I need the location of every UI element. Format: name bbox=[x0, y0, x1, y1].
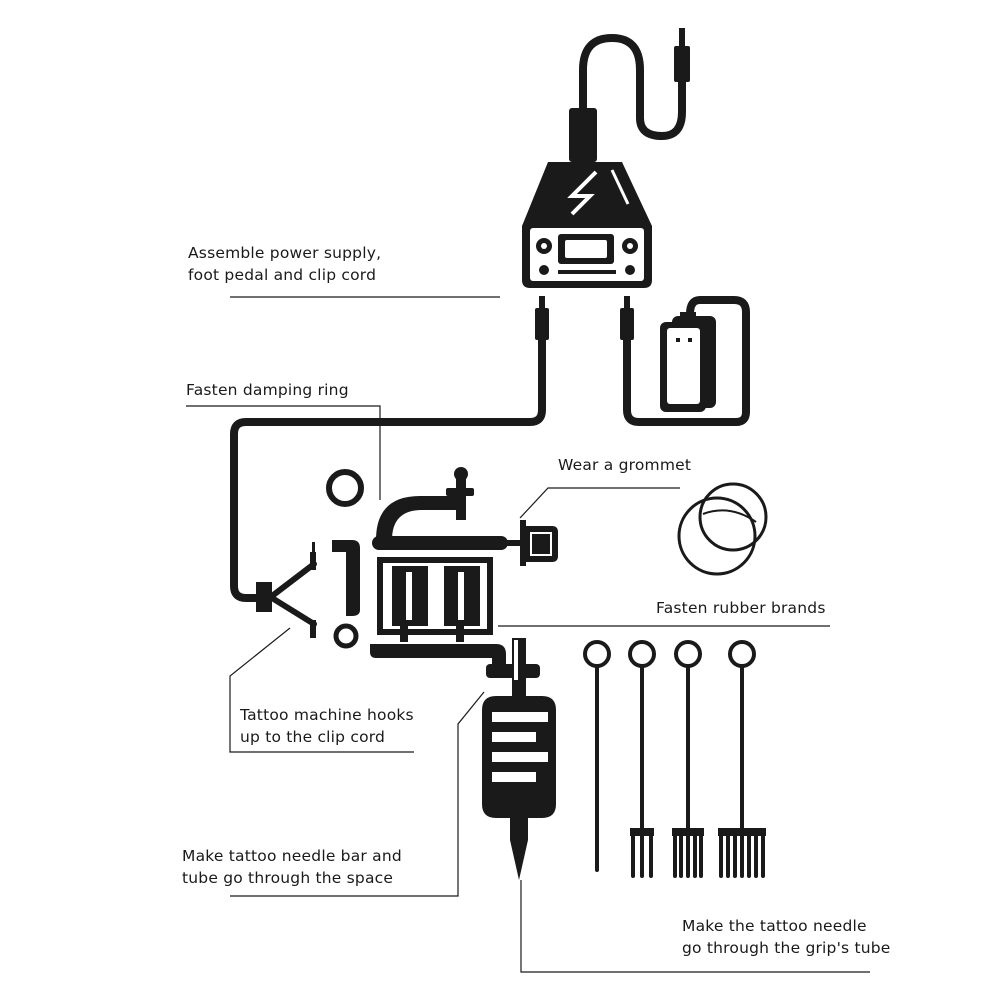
leader-grommet bbox=[519, 487, 680, 519]
label-damping-ring: Fasten damping ring bbox=[186, 379, 349, 401]
label-power-supply: Assemble power supply, foot pedal and cl… bbox=[188, 242, 381, 286]
leader-needle-bar bbox=[230, 691, 485, 897]
label-needle-bar: Make tattoo needle bar and tube go throu… bbox=[182, 845, 402, 889]
foot-pedal-cord-icon bbox=[623, 296, 750, 426]
needle-tips-icon bbox=[630, 828, 766, 878]
label-needle-bar-line1: Make tattoo needle bar and bbox=[182, 847, 402, 865]
label-hooks-line2: up to the clip cord bbox=[240, 728, 386, 746]
clip-cord-icon bbox=[230, 336, 546, 602]
grip-tube-icon bbox=[482, 638, 556, 880]
lightning-icon bbox=[567, 170, 598, 216]
power-supply-icon bbox=[522, 162, 652, 288]
leader-damping-ring bbox=[186, 405, 381, 500]
label-needle-grip: Make the tattoo needle go through the gr… bbox=[682, 915, 891, 959]
label-hooks: Tattoo machine hooks up to the clip cord bbox=[240, 704, 414, 748]
label-needle-grip-line2: go through the grip's tube bbox=[682, 939, 891, 957]
label-needle-grip-line1: Make the tattoo needle bbox=[682, 917, 867, 935]
label-power-supply-line1: Assemble power supply, bbox=[188, 244, 382, 262]
power-cord-icon bbox=[579, 33, 686, 141]
foot-pedal-icon bbox=[660, 312, 716, 412]
power-plug-icon bbox=[569, 28, 690, 162]
label-hooks-line1: Tattoo machine hooks bbox=[240, 706, 414, 724]
grommet-icon bbox=[677, 482, 768, 576]
leader-lines bbox=[186, 296, 870, 973]
rca-plug-icon bbox=[535, 296, 634, 340]
damping-ring-icon bbox=[326, 469, 364, 507]
label-grommet-line1: Wear a grommet bbox=[558, 456, 692, 474]
label-power-supply-line2: foot pedal and clip cord bbox=[188, 266, 377, 284]
label-rubber-bands-line1: Fasten rubber brands bbox=[656, 599, 826, 617]
label-needle-bar-line2: tube go through the space bbox=[182, 869, 394, 887]
clip-hook-icon bbox=[256, 582, 272, 612]
label-grommet: Wear a grommet bbox=[558, 454, 691, 476]
tattoo-machine-icon bbox=[256, 467, 558, 678]
label-damping-ring-line1: Fasten damping ring bbox=[186, 381, 349, 399]
leader-hooks bbox=[229, 627, 414, 753]
leader-needle-grip bbox=[520, 880, 870, 973]
label-rubber-bands: Fasten rubber brands bbox=[656, 597, 826, 619]
